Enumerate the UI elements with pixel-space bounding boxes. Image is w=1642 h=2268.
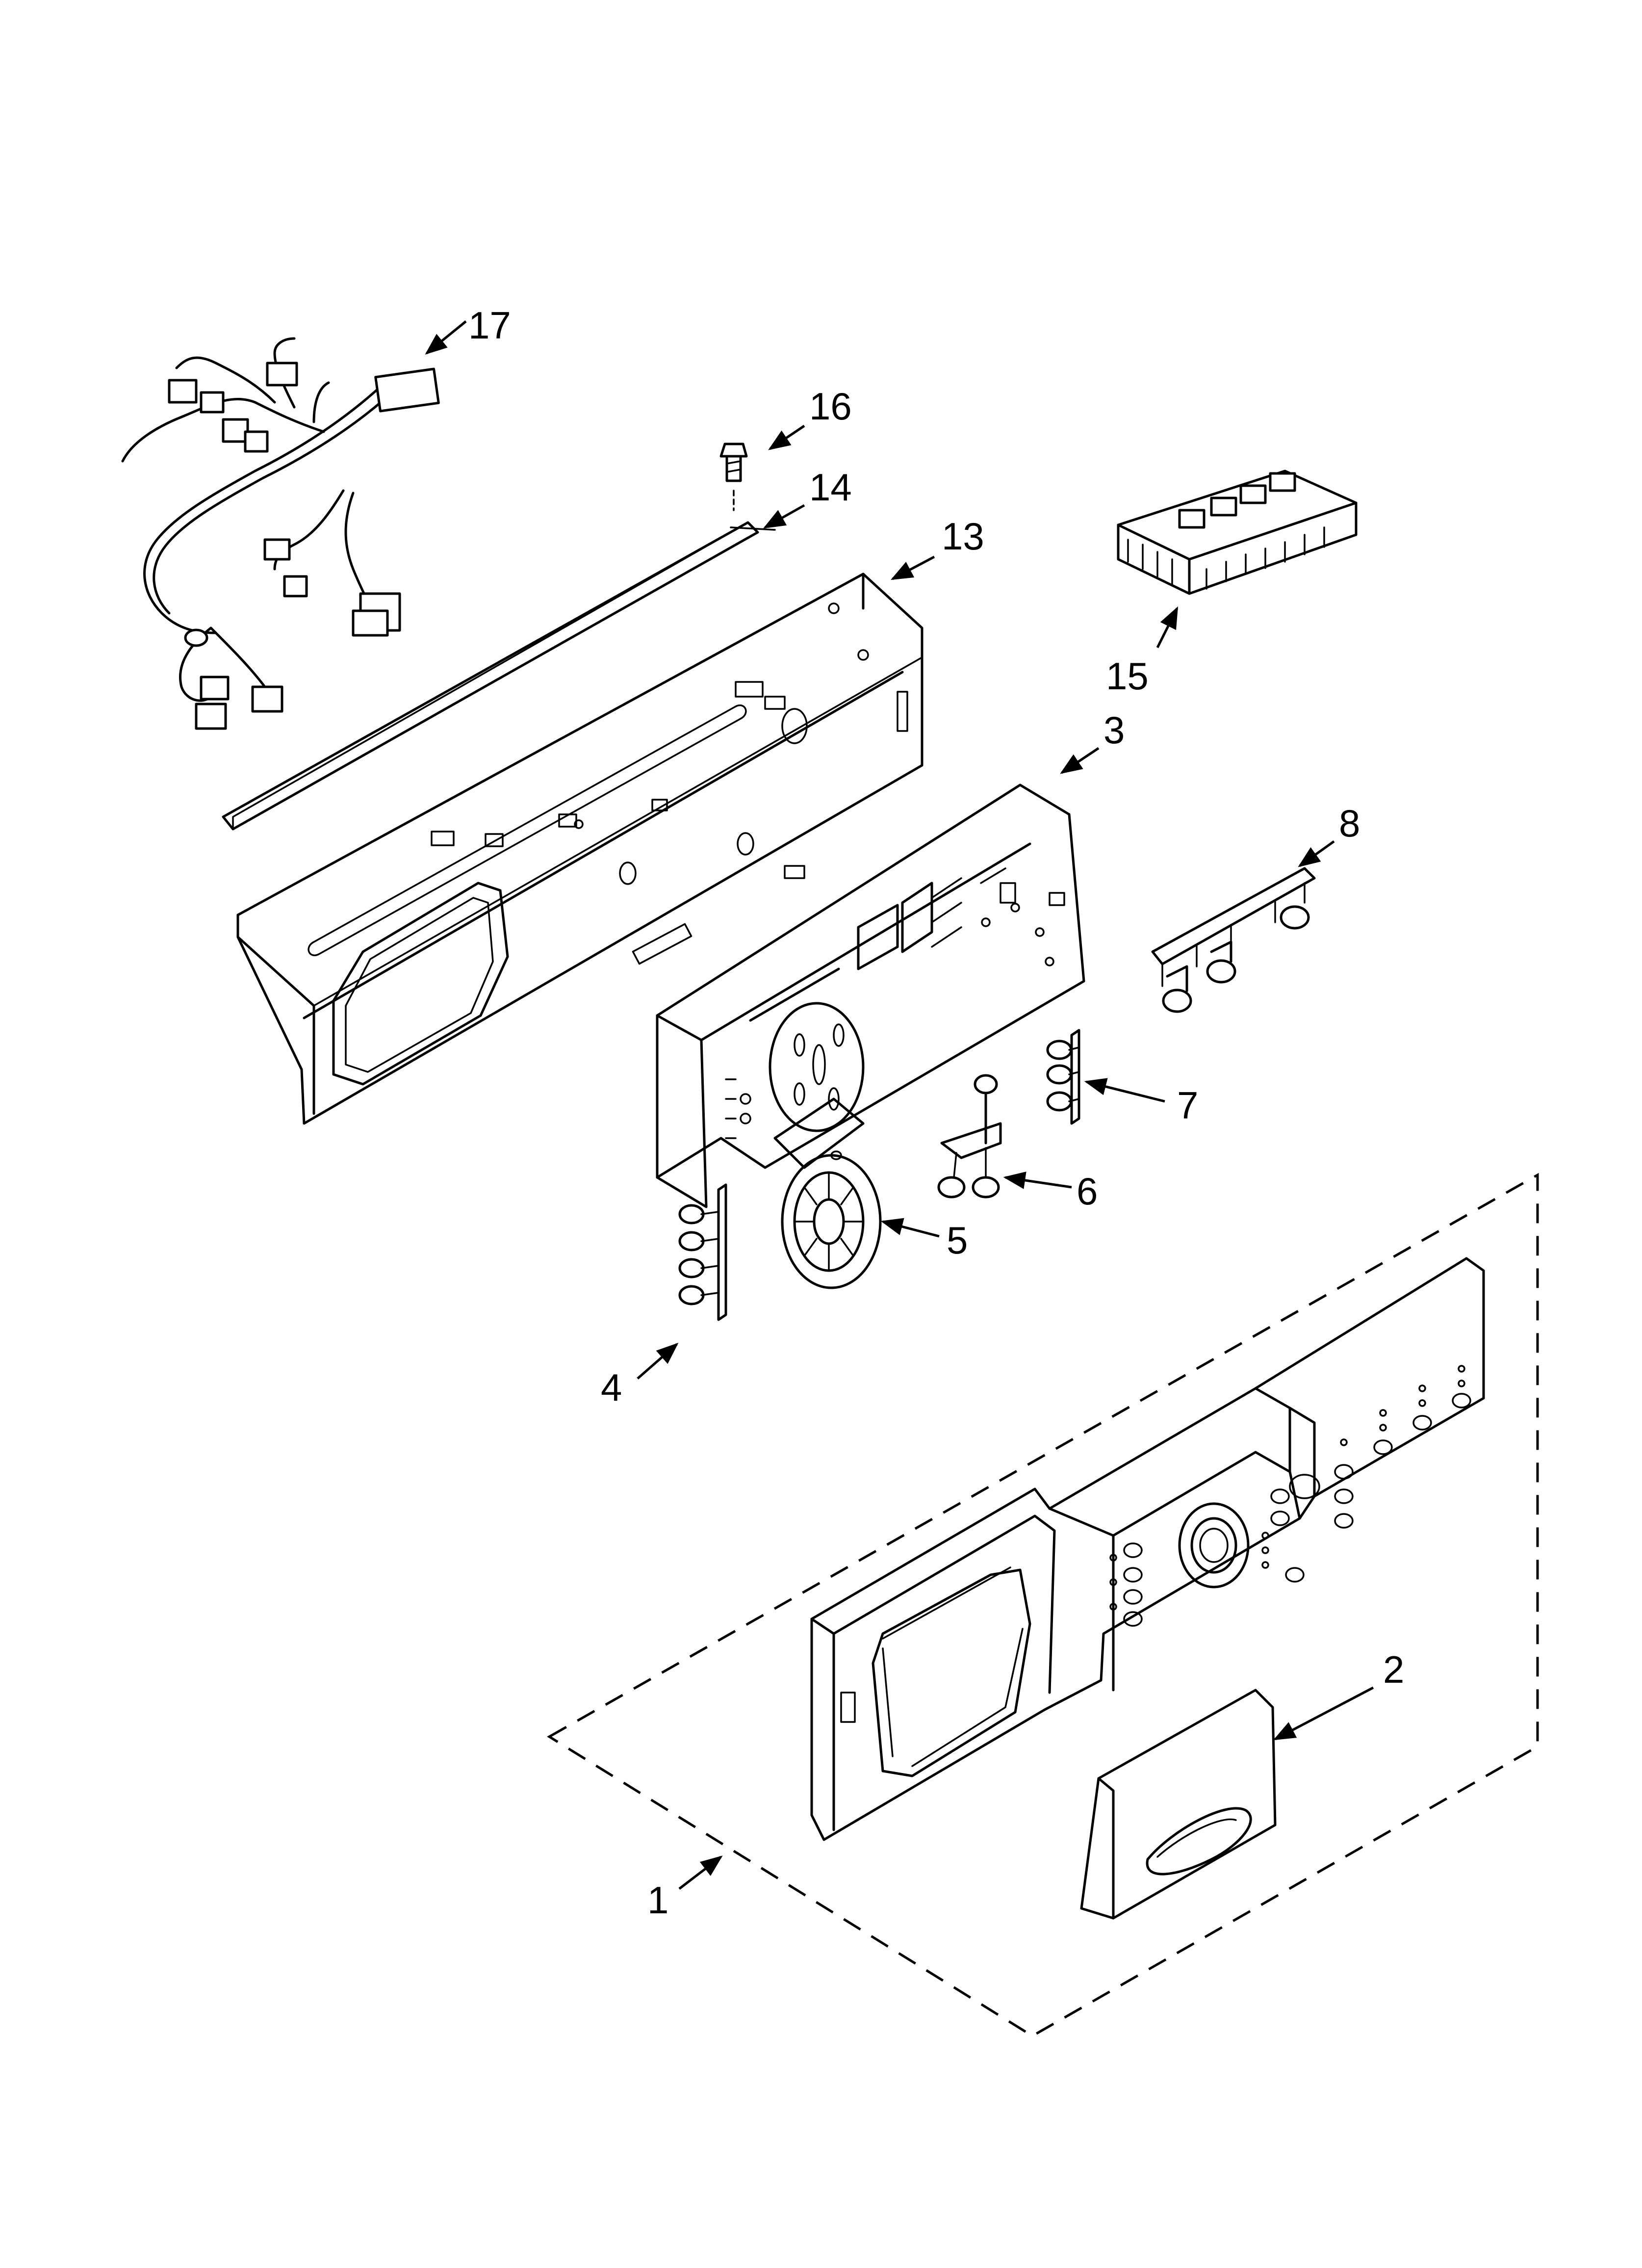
callout-16: 16 — [809, 385, 852, 428]
console-bracket-part — [236, 573, 924, 1125]
leader-17 — [425, 320, 467, 355]
console-panel-part — [810, 1257, 1485, 1841]
callout-7: 7 — [1177, 1084, 1198, 1127]
screw-part — [719, 443, 748, 511]
wire-harness-part — [121, 337, 440, 730]
callout-14: 14 — [809, 466, 852, 509]
control-module-part — [1117, 469, 1358, 595]
leader-14 — [763, 504, 805, 529]
callout-labels: 17 16 14 13 15 3 8 7 6 5 4 2 1 — [468, 304, 1404, 1922]
console-assembly-boundary — [547, 1173, 1539, 2037]
callout-3: 3 — [1103, 708, 1125, 752]
leader-13 — [891, 555, 935, 580]
callout-leaders — [425, 320, 1374, 1890]
callout-6: 6 — [1077, 1170, 1098, 1213]
callout-8: 8 — [1339, 802, 1360, 845]
callout-1: 1 — [647, 1878, 668, 1922]
leader-4 — [637, 1343, 679, 1380]
left-button-strip-part — [678, 1183, 727, 1321]
leader-16 — [768, 424, 805, 450]
leader-6 — [1003, 1172, 1072, 1189]
selector-linkage-part — [937, 1074, 1002, 1199]
callout-13: 13 — [942, 515, 984, 558]
trim-strip-part — [222, 521, 776, 831]
callout-17: 17 — [468, 304, 511, 347]
leader-7 — [1084, 1078, 1165, 1103]
leader-5 — [880, 1218, 940, 1238]
callout-5: 5 — [947, 1219, 968, 1262]
callout-15: 15 — [1106, 654, 1149, 698]
button-strip-part — [1046, 1029, 1080, 1125]
callout-4: 4 — [601, 1366, 622, 1409]
panel-button-holes — [1109, 1365, 1471, 1627]
leader-15 — [1156, 606, 1179, 649]
selector-dial-part — [781, 1150, 882, 1289]
leader-3 — [1060, 747, 1100, 774]
control-board-part — [656, 783, 1085, 1208]
leader-1 — [678, 1855, 723, 1890]
leader-8 — [1298, 840, 1335, 867]
dispenser-handle-part — [1080, 1689, 1277, 1920]
push-button-bracket-part — [1151, 867, 1316, 1013]
callout-2: 2 — [1383, 1648, 1404, 1691]
leader-2 — [1273, 1686, 1374, 1741]
